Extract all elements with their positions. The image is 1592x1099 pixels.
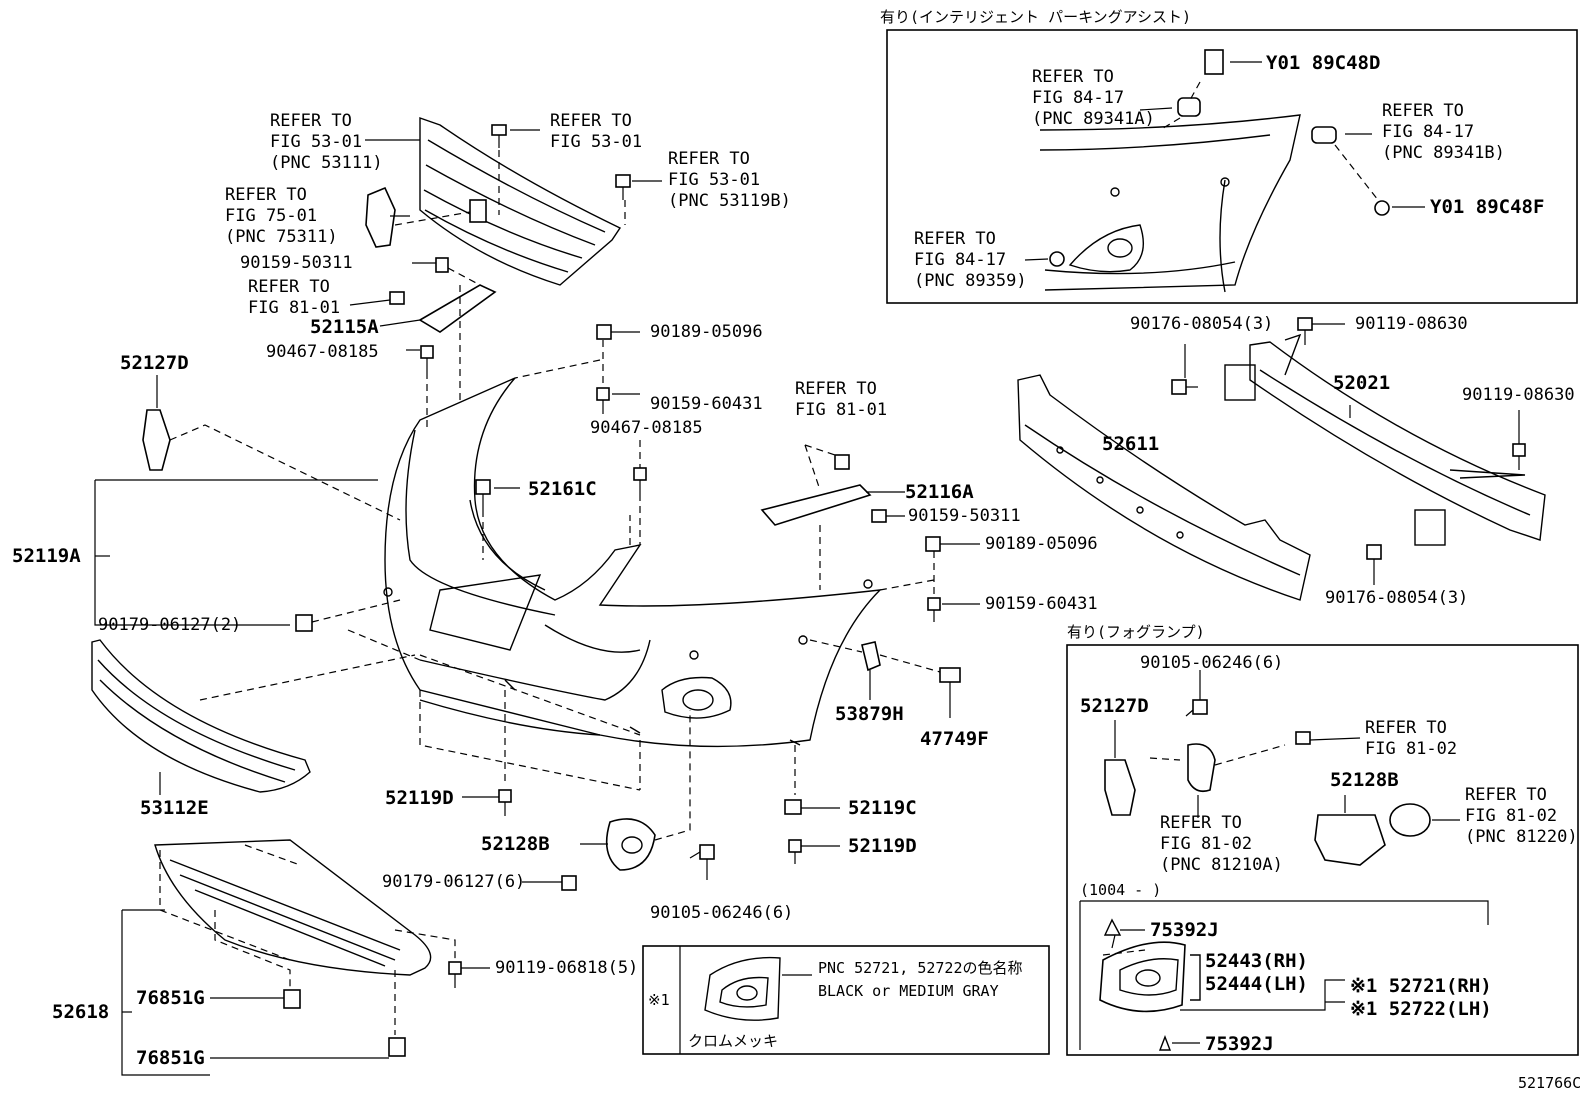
note-box xyxy=(642,945,1050,1055)
fog-part-52128b: 52128B xyxy=(1330,769,1399,791)
fog-ref2-line3: (PNC 81210A) xyxy=(1160,855,1283,875)
fog-part-90105-06246-6: 90105-06246(6) xyxy=(1140,653,1283,673)
part-52115a: 52115A xyxy=(310,316,379,338)
pa-ref3-line1: REFER TO xyxy=(914,229,996,249)
note-caption: クロムメッキ xyxy=(688,1032,778,1050)
fog-part-52722-lh: ※1 52722(LH) xyxy=(1350,998,1492,1020)
fog-date-range: (1004 - ) xyxy=(1080,881,1161,899)
note-line1: PNC 52721, 52722の色名称 xyxy=(818,959,1023,977)
part-90159-60431-a: 90159-60431 xyxy=(650,394,763,414)
fog-ref3-line2: FIG 81-02 xyxy=(1465,806,1557,826)
pa-part-y01-89c48f: Y01 89C48F xyxy=(1430,196,1544,218)
part-76851g-a: 76851G xyxy=(136,987,205,1009)
fog-ref1-line2: FIG 81-02 xyxy=(1365,739,1457,759)
part-90176-08054-a: 90176-08054(3) xyxy=(1130,314,1273,334)
fog-part-52444-lh: 52444(LH) xyxy=(1205,973,1308,995)
emblem-ref-line1: REFER TO xyxy=(225,185,307,205)
pa-ref3-line3: (PNC 89359) xyxy=(914,271,1027,291)
grille-ref-line3: (PNC 53111) xyxy=(270,153,383,173)
fog-inset-title: 有り(フォグランプ) xyxy=(1067,623,1205,641)
note-marker: ※1 xyxy=(648,991,670,1009)
fog-part-75392j-b: 75392J xyxy=(1205,1033,1274,1055)
part-90119-08630-b: 90119-08630 xyxy=(1462,385,1575,405)
fog-ref1-line1: REFER TO xyxy=(1365,718,1447,738)
fog-part-75392j-a: 75392J xyxy=(1150,919,1219,941)
screw-ref-line2: FIG 53-01 xyxy=(668,170,760,190)
pa-ref2-line2: FIG 84-17 xyxy=(1382,122,1474,142)
clip-ref-line2: FIG 53-01 xyxy=(550,132,642,152)
part-90159-60431-b: 90159-60431 xyxy=(985,594,1098,614)
part-52611: 52611 xyxy=(1102,433,1159,455)
part-47749f: 47749F xyxy=(920,728,989,750)
fog-ref3-line1: REFER TO xyxy=(1465,785,1547,805)
right-bracket-group xyxy=(760,444,980,718)
fog-part-52721-rh: ※1 52721(RH) xyxy=(1350,975,1492,997)
bracket-ref-line1: REFER TO xyxy=(248,277,330,297)
part-52127d: 52127D xyxy=(120,352,189,374)
under-cover xyxy=(121,839,490,1076)
part-76851g-b: 76851G xyxy=(136,1047,205,1069)
screw-ref-line1: REFER TO xyxy=(668,149,750,169)
part-53112e: 53112E xyxy=(140,797,209,819)
bracket2-ref-line2: FIG 81-01 xyxy=(795,400,887,420)
part-90119-08630-a: 90119-08630 xyxy=(1355,314,1468,334)
pa-ref1-line3: (PNC 89341A) xyxy=(1032,109,1155,129)
fog-part-52127d: 52127D xyxy=(1080,695,1149,717)
parking-assist-inset: 有り(インテリジェント パーキングアシスト) REFER TO FIG 84-1… xyxy=(880,8,1578,304)
pa-part-y01-89c48d: Y01 89C48D xyxy=(1266,52,1380,74)
part-53879h: 53879H xyxy=(835,703,904,725)
grille-ref-line2: FIG 53-01 xyxy=(270,132,362,152)
screw-ref-line3: (PNC 53119B) xyxy=(668,191,791,211)
fog-part-52443-rh: 52443(RH) xyxy=(1205,950,1308,972)
part-90105-06246-6: 90105-06246(6) xyxy=(650,903,793,923)
part-90467-08185-a: 90467-08185 xyxy=(266,342,379,362)
bracket2-ref-line1: REFER TO xyxy=(795,379,877,399)
lower-grille xyxy=(91,639,416,795)
reinforcement-group xyxy=(1017,317,1546,601)
part-52119a: 52119A xyxy=(12,545,81,567)
fog-ref2-line1: REFER TO xyxy=(1160,813,1242,833)
part-90159-50311-a: 90159-50311 xyxy=(240,253,353,273)
part-90179-06127-6: 90179-06127(6) xyxy=(382,872,525,892)
pa-ref3-line2: FIG 84-17 xyxy=(914,250,1006,270)
diagram-id: 521766C xyxy=(1518,1074,1581,1092)
part-52119d-b: 52119D xyxy=(848,835,917,857)
part-52618: 52618 xyxy=(52,1001,109,1023)
part-52119d-a: 52119D xyxy=(385,787,454,809)
emblem-ref-line3: (PNC 75311) xyxy=(225,227,338,247)
lower-fasteners xyxy=(419,654,840,891)
part-52021: 52021 xyxy=(1333,372,1390,394)
emblem-ref-line2: FIG 75-01 xyxy=(225,206,317,226)
part-90189-05096-b: 90189-05096 xyxy=(985,534,1098,554)
bumper-cover xyxy=(94,324,882,748)
part-52128b: 52128B xyxy=(481,833,550,855)
part-90119-06818-5: 90119-06818(5) xyxy=(495,958,638,978)
pa-ref1-line2: FIG 84-17 xyxy=(1032,88,1124,108)
clip-ref-line1: REFER TO xyxy=(550,111,632,131)
part-90179-06127-2: 90179-06127(2) xyxy=(98,615,241,635)
pa-ref1-line1: REFER TO xyxy=(1032,67,1114,87)
part-90176-08054-b: 90176-08054(3) xyxy=(1325,588,1468,608)
fog-lamp-inset: 有り(フォグランプ) xyxy=(1066,623,1579,1056)
part-52116a: 52116A xyxy=(905,481,974,503)
part-52161c: 52161C xyxy=(528,478,597,500)
fog-ref3-line3: (PNC 81220) xyxy=(1465,827,1578,847)
part-90159-50311-b: 90159-50311 xyxy=(908,506,1021,526)
note-line2: BLACK or MEDIUM GRAY xyxy=(818,982,999,1000)
pa-ref2-line3: (PNC 89341B) xyxy=(1382,143,1505,163)
grille-ref-line1: REFER TO xyxy=(270,111,352,131)
parking-assist-title: 有り(インテリジェント パーキングアシスト) xyxy=(880,8,1191,26)
part-90467-08185-b: 90467-08185 xyxy=(590,418,703,438)
grille-group xyxy=(349,117,662,430)
part-90189-05096-a: 90189-05096 xyxy=(650,322,763,342)
part-52119c: 52119C xyxy=(848,797,917,819)
fog-ref2-line2: FIG 81-02 xyxy=(1160,834,1252,854)
pa-ref2-line1: REFER TO xyxy=(1382,101,1464,121)
bracket-ref-line2: FIG 81-01 xyxy=(248,298,340,318)
